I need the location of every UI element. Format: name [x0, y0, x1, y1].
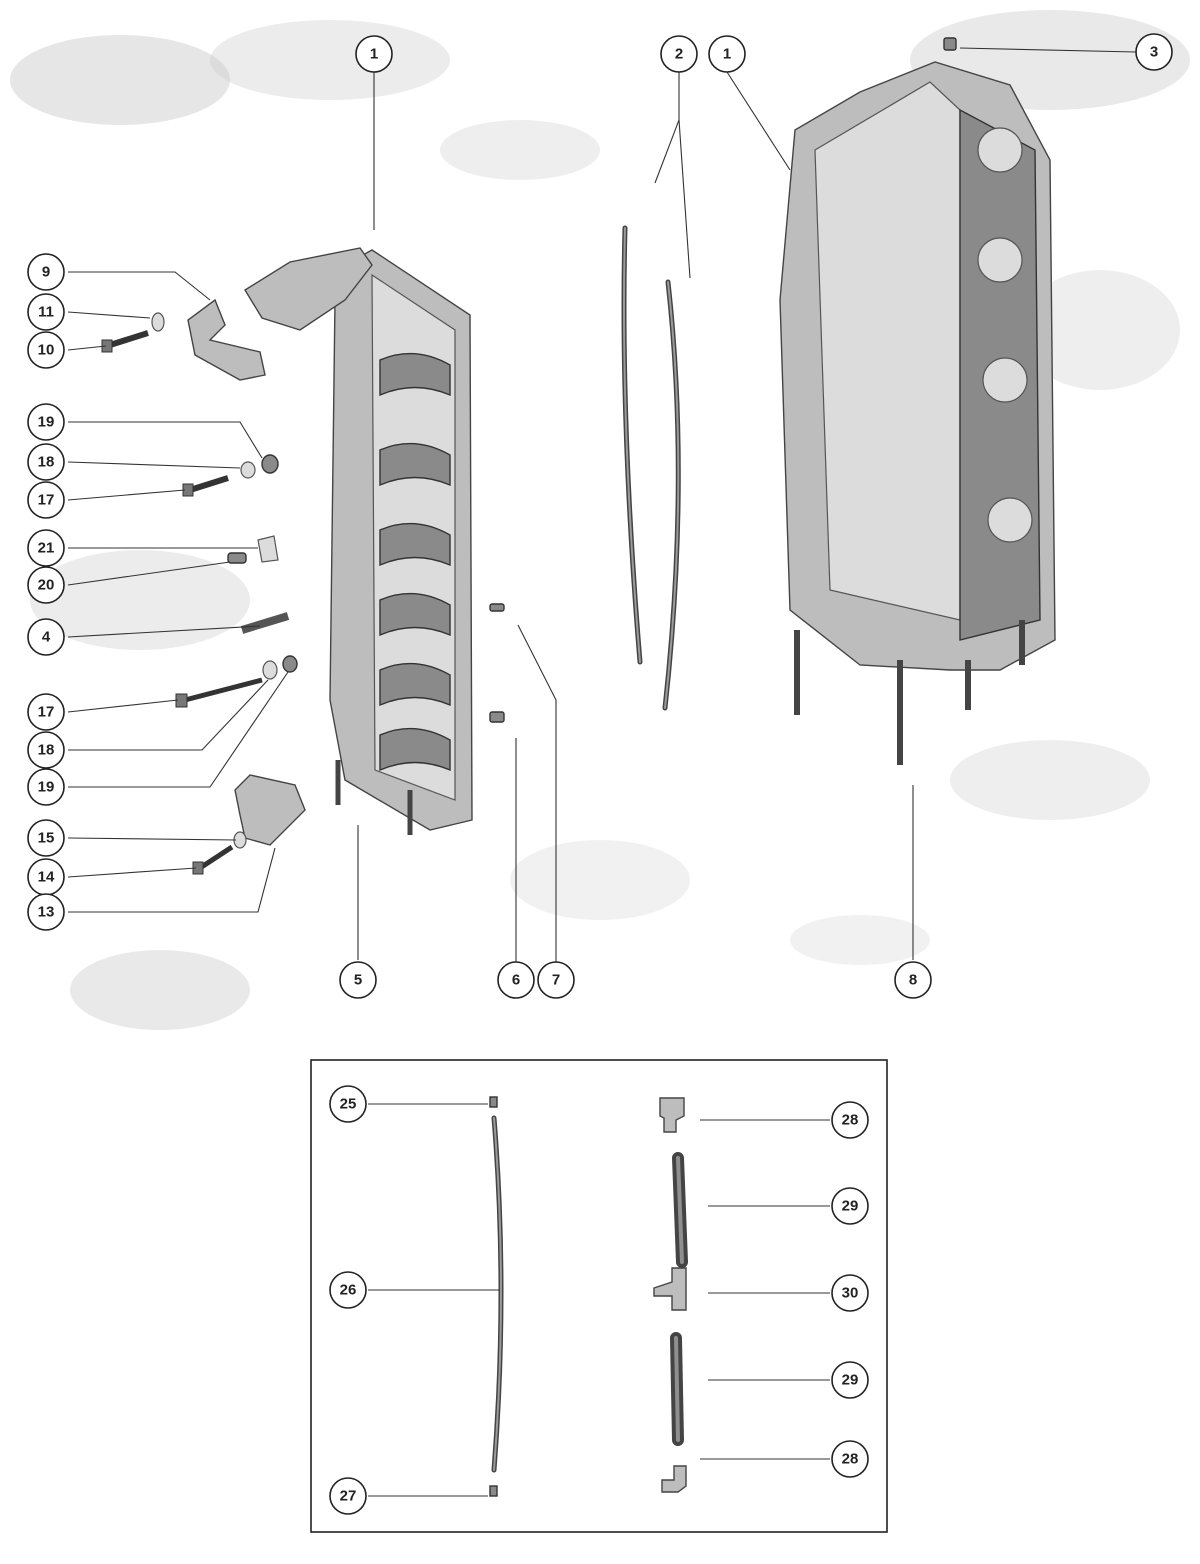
- washer-11: [151, 312, 165, 332]
- cylinder-block: [779, 61, 1056, 765]
- callout-9: 9: [27, 253, 65, 291]
- callout-21: 21: [27, 529, 65, 567]
- callout-label: 19: [38, 779, 55, 796]
- callout-13: 13: [27, 893, 65, 931]
- callout-label: 26: [340, 1282, 357, 1299]
- elbow-fitting-28-bottom: [661, 1465, 687, 1493]
- callout-label: 19: [38, 414, 55, 431]
- callout-label: 27: [340, 1488, 357, 1505]
- callout-17-lower: 17: [27, 693, 65, 731]
- callout-20: 20: [27, 566, 65, 604]
- stud-4: [240, 612, 290, 634]
- nut-19-upper: [261, 454, 279, 474]
- callout-label: 30: [842, 1285, 859, 1302]
- callout-29-top: 29: [831, 1187, 869, 1225]
- dowel-6: [489, 711, 505, 723]
- callout-18-upper: 18: [27, 443, 65, 481]
- callout-14: 14: [27, 858, 65, 896]
- callout-label: 9: [42, 264, 50, 281]
- tee-fitting-30: [653, 1267, 687, 1311]
- callout-6: 6: [497, 961, 535, 999]
- callout-label: 17: [38, 704, 55, 721]
- callout-label: 5: [354, 972, 362, 989]
- callout-label: 7: [552, 972, 560, 989]
- callout-label: 6: [512, 972, 520, 989]
- callout-29-bottom: 29: [831, 1361, 869, 1399]
- callout-8: 8: [894, 961, 932, 999]
- hose-26: [491, 1115, 504, 1473]
- callout-label: 21: [38, 540, 55, 557]
- callout-label: 3: [1150, 44, 1158, 61]
- callout-17-upper: 17: [27, 481, 65, 519]
- dowel-7: [489, 603, 505, 612]
- elbow-fitting-28-top: [659, 1097, 685, 1133]
- callout-label: 2: [675, 46, 683, 63]
- callouts: 1 2 1 3 9 11 10 19 18 17 21 20 4 17 18 1…: [27, 33, 1173, 1515]
- callout-11: 11: [27, 293, 65, 331]
- callout-label: 11: [38, 304, 54, 321]
- callout-4: 4: [27, 618, 65, 656]
- callout-label: 1: [723, 46, 731, 63]
- callout-label: 17: [38, 492, 55, 509]
- callout-10: 10: [27, 331, 65, 369]
- callout-5: 5: [339, 961, 377, 999]
- callout-label: 13: [38, 904, 55, 921]
- callout-19-upper: 19: [27, 403, 65, 441]
- callout-28-top: 28: [831, 1101, 869, 1139]
- callout-2: 2: [660, 35, 698, 73]
- callout-label: 29: [842, 1372, 859, 1389]
- leader-lines: [67, 47, 1137, 1497]
- callout-label: 15: [38, 830, 55, 847]
- bolt-17-lower: [175, 677, 263, 708]
- bracket-13: [234, 774, 306, 846]
- bolt-10: [101, 330, 149, 353]
- seal-strip-2: [621, 225, 681, 711]
- callout-28-bottom: 28: [831, 1440, 869, 1478]
- callout-7: 7: [537, 961, 575, 999]
- fitting-27: [489, 1485, 498, 1497]
- callout-label: 29: [842, 1198, 859, 1215]
- fitting-25: [489, 1096, 498, 1108]
- callout-label: 14: [38, 869, 55, 886]
- callout-18-lower: 18: [27, 731, 65, 769]
- screw-20: [227, 552, 247, 564]
- callout-1-left: 1: [355, 35, 393, 73]
- callout-15: 15: [27, 819, 65, 857]
- background-texture: [10, 10, 1190, 1030]
- clip-21: [257, 535, 279, 563]
- callout-label: 8: [909, 972, 917, 989]
- callout-label: 20: [38, 577, 55, 594]
- hose-29-top: [672, 1152, 688, 1268]
- callout-label: 28: [842, 1451, 859, 1468]
- callout-label: 18: [38, 454, 55, 471]
- callout-26: 26: [329, 1271, 367, 1309]
- plug-3: [943, 37, 957, 51]
- callout-25: 25: [329, 1085, 367, 1123]
- nut-19-lower: [282, 655, 298, 673]
- callout-label: 1: [370, 46, 378, 63]
- bracket-9: [187, 298, 266, 381]
- bolt-14: [192, 844, 234, 875]
- callout-3: 3: [1135, 33, 1173, 71]
- callout-30: 30: [831, 1274, 869, 1312]
- callout-label: 28: [842, 1112, 859, 1129]
- callout-label: 18: [38, 742, 55, 759]
- callout-1-right: 1: [708, 35, 746, 73]
- callout-27: 27: [329, 1477, 367, 1515]
- washer-18-lower: [262, 660, 278, 680]
- hose-29-bottom: [670, 1332, 684, 1446]
- callout-19-lower: 19: [27, 768, 65, 806]
- callout-label: 4: [42, 629, 51, 646]
- callout-label: 25: [340, 1096, 357, 1113]
- bolt-17-upper: [182, 475, 229, 497]
- callout-label: 10: [38, 342, 55, 359]
- inset-frame: [310, 1059, 888, 1533]
- washer-18-upper: [240, 461, 256, 479]
- crankcase-cover-assembly: [244, 247, 473, 835]
